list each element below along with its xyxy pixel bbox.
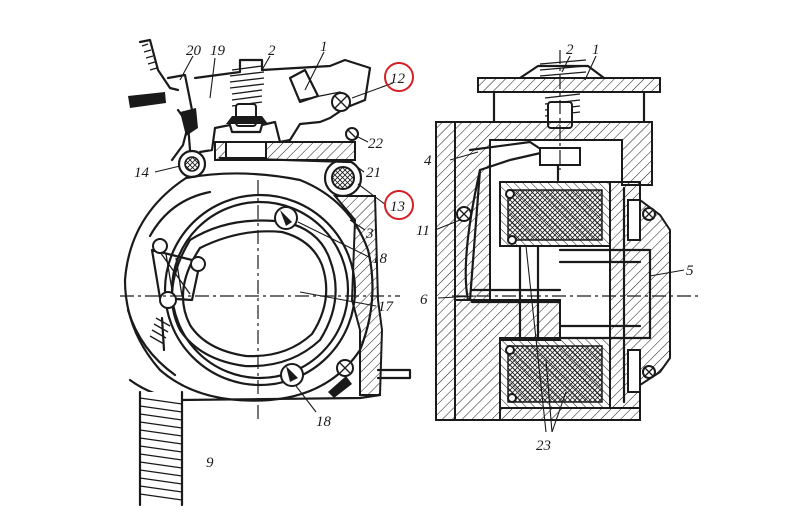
armature-5 bbox=[558, 181, 671, 409]
left-view bbox=[120, 38, 412, 507]
label-23: 23 bbox=[536, 438, 551, 454]
label-1-right: 1 bbox=[592, 42, 600, 58]
label-4: 4 bbox=[424, 153, 432, 169]
tension-spring bbox=[138, 390, 184, 507]
label-2-left: 2 bbox=[268, 43, 276, 59]
label-3: 3 bbox=[365, 226, 374, 242]
pivot-14 bbox=[177, 149, 207, 179]
ratchet-lever bbox=[128, 38, 198, 162]
highlight-circle-12 bbox=[384, 62, 414, 92]
coil-upper bbox=[499, 181, 611, 247]
lever-4 bbox=[468, 140, 547, 302]
highlight-circle-13 bbox=[384, 190, 414, 220]
label-9: 9 bbox=[206, 455, 214, 471]
top-housing bbox=[193, 58, 372, 154]
right-view bbox=[434, 50, 700, 433]
main-disc bbox=[123, 172, 374, 402]
label-1-left: 1 bbox=[320, 39, 328, 55]
label-14: 14 bbox=[134, 165, 150, 181]
label-22: 22 bbox=[368, 136, 384, 152]
cross-bar bbox=[214, 141, 356, 164]
label-13: 13 bbox=[390, 199, 405, 215]
label-2-right: 2 bbox=[566, 42, 574, 58]
pivot-13 bbox=[323, 158, 363, 198]
label-18-top: 18 bbox=[372, 251, 388, 267]
label-11: 11 bbox=[416, 223, 430, 239]
labels: 20 19 2 1 12 22 21 14 13 3 18 17 18 9 2 … bbox=[134, 39, 694, 471]
label-5: 5 bbox=[686, 263, 694, 279]
label-19: 19 bbox=[210, 43, 226, 59]
coil-lower bbox=[499, 337, 611, 409]
top-cap bbox=[477, 59, 661, 129]
label-6: 6 bbox=[420, 292, 428, 308]
label-21: 21 bbox=[366, 165, 381, 181]
label-20: 20 bbox=[186, 43, 202, 59]
label-12: 12 bbox=[390, 71, 406, 87]
label-17: 17 bbox=[378, 299, 395, 315]
label-18-bottom: 18 bbox=[316, 414, 332, 430]
